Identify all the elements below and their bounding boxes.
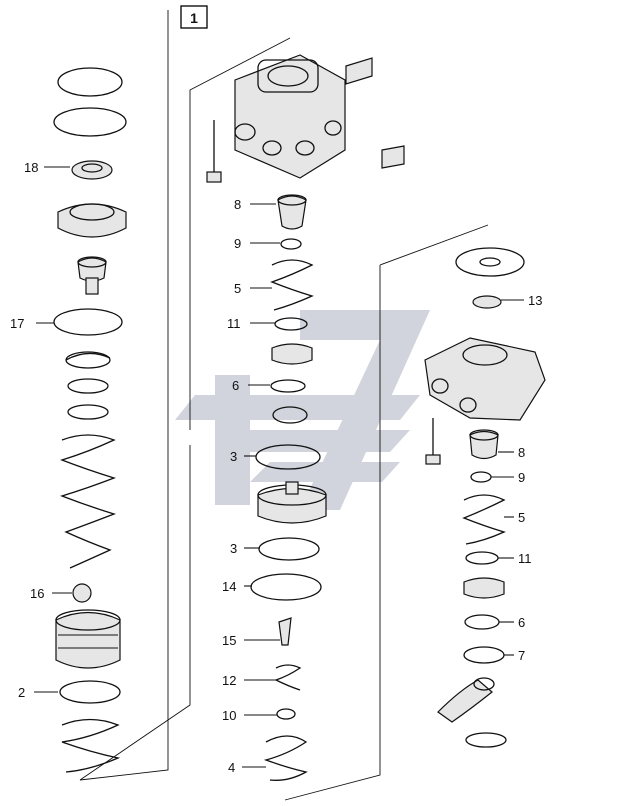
callout-14: 14 — [222, 579, 252, 594]
callout-9-right: 9 — [491, 470, 525, 485]
assembly-outline — [79, 10, 489, 801]
callout-5: 5 — [234, 281, 272, 296]
center-column-parts — [206, 54, 405, 781]
callout-label: 10 — [222, 708, 236, 723]
callout-18: 18 — [24, 160, 70, 175]
callout-9: 9 — [234, 236, 280, 251]
callout-label: 9 — [234, 236, 241, 251]
callout-12: 12 — [222, 673, 276, 688]
callout-10: 10 — [222, 708, 277, 723]
callout-label: 8 — [234, 197, 241, 212]
left-column-parts — [53, 67, 127, 773]
callout-8: 8 — [234, 197, 276, 212]
callout-label: 16 — [30, 586, 44, 601]
callout-2: 2 — [18, 685, 58, 700]
callout-5-right: 5 — [504, 510, 525, 525]
reference-box: 1 — [180, 5, 208, 29]
right-column-parts — [424, 247, 546, 748]
callout-label: 6 — [232, 378, 239, 393]
callout-13: 13 — [501, 293, 542, 308]
callout-11-right: 11 — [498, 551, 532, 566]
callout-label: 6 — [518, 615, 525, 630]
callout-label: 2 — [18, 685, 25, 700]
callout-label: 3 — [230, 449, 237, 464]
callout-17: 17 — [10, 316, 54, 331]
callout-label: 11 — [227, 316, 241, 331]
callout-7-right: 7 — [504, 648, 525, 663]
callout-8-right: 8 — [498, 445, 525, 460]
callouts-right: 13 8 9 5 11 6 7 — [491, 293, 542, 663]
callout-label: 13 — [528, 293, 542, 308]
callout-label: 14 — [222, 579, 236, 594]
callout-label: 4 — [228, 760, 235, 775]
watermark-logo — [175, 310, 430, 510]
callout-label: 5 — [234, 281, 241, 296]
callout-3-upper: 3 — [230, 449, 256, 464]
callout-label: 12 — [222, 673, 236, 688]
callout-label: 7 — [518, 648, 525, 663]
callout-label: 9 — [518, 470, 525, 485]
callout-label: 17 — [10, 316, 24, 331]
callout-16: 16 — [30, 586, 72, 601]
callout-label: 8 — [518, 445, 525, 460]
callout-label: 5 — [518, 510, 525, 525]
callout-4: 4 — [228, 760, 266, 775]
callout-11: 11 — [227, 316, 275, 331]
callouts-left: 18 17 16 2 — [10, 160, 72, 700]
callout-label: 18 — [24, 160, 38, 175]
callout-label: 3 — [230, 541, 237, 556]
callout-6: 6 — [232, 378, 270, 393]
reference-box-label: 1 — [190, 10, 198, 26]
callout-15: 15 — [222, 633, 280, 648]
callouts-center: 8 9 5 11 6 3 3 14 — [222, 197, 280, 775]
callout-6-right: 6 — [499, 615, 525, 630]
callout-label: 15 — [222, 633, 236, 648]
callout-label: 11 — [518, 551, 532, 566]
callout-3-lower: 3 — [230, 541, 260, 556]
